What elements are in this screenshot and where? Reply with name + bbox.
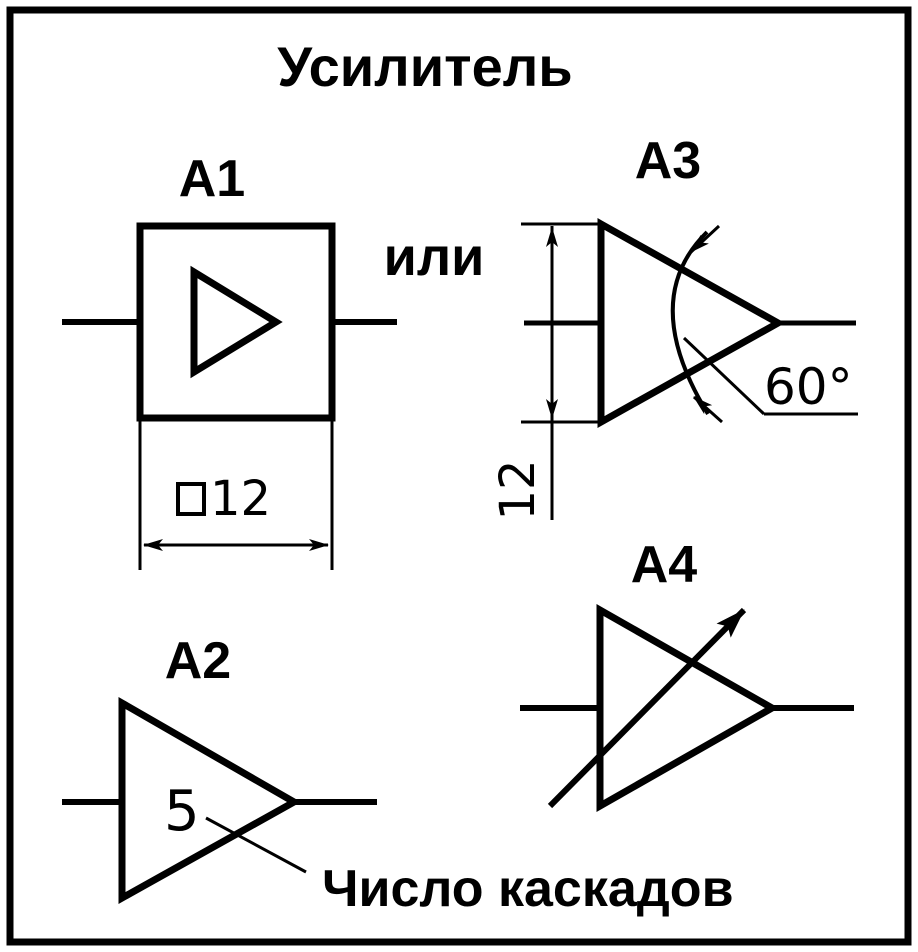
symbol-a4: A4	[520, 536, 854, 813]
a2-stage-count: 5	[164, 779, 200, 844]
symbol-a4-label: A4	[631, 536, 698, 594]
a3-angle-arrow-bottom	[693, 395, 723, 424]
a1-inner-triangle	[190, 265, 283, 379]
a3-triangle	[597, 218, 786, 428]
title: Усилитель	[277, 35, 572, 98]
a2-caption-leader	[205, 816, 307, 874]
a1-box	[136, 222, 336, 422]
symbol-a2: A2 5 Число каскадов	[62, 632, 734, 918]
or-label: или	[384, 227, 485, 287]
symbol-a1-label: A1	[179, 150, 245, 208]
a2-caption: Число каскадов	[322, 860, 734, 918]
a3-angle-arrow-top	[689, 224, 721, 254]
a2-triangle	[118, 696, 302, 904]
a3-angle-label: 60°	[764, 358, 853, 416]
symbol-a3: A3 12 60°	[490, 132, 858, 521]
a1-square-mark-icon	[176, 482, 206, 516]
a3-angle-leader	[682, 336, 766, 416]
a3-height-label: 12	[490, 459, 546, 520]
a4-adjust-arrow-icon	[547, 607, 747, 809]
symbol-a1: A1 12	[62, 150, 397, 570]
a3-angle-arc	[670, 230, 710, 416]
symbol-a2-label: A2	[165, 632, 231, 690]
outer-frame	[6, 6, 912, 946]
a1-size-label: 12	[210, 471, 271, 527]
a4-triangle	[596, 603, 780, 813]
symbol-a3-label: A3	[635, 132, 701, 190]
